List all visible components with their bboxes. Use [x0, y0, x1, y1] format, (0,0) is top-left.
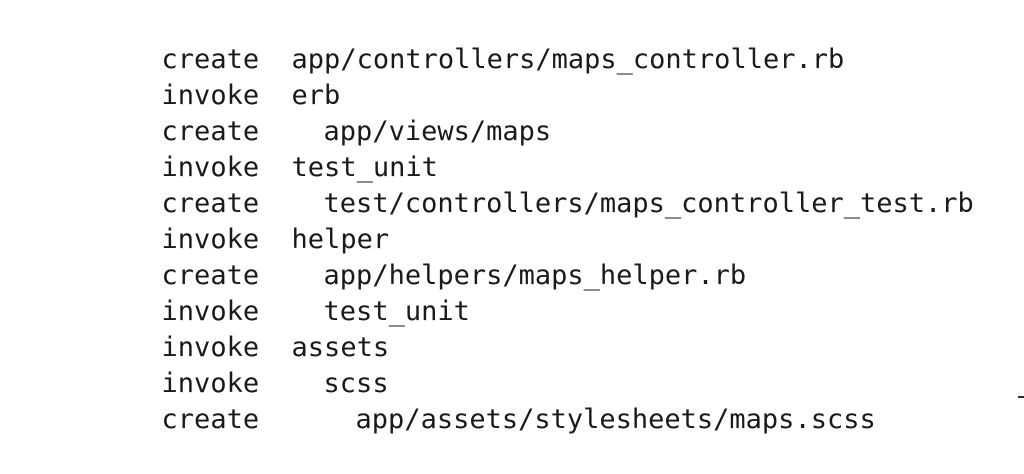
log-path: helper	[291, 224, 390, 255]
log-line: invoke test_unit	[64, 258, 974, 327]
generator-log: create app/controllers/maps_controller.rb…	[64, 6, 974, 435]
log-action: create	[161, 116, 260, 147]
log-line: invoke scss	[64, 330, 974, 399]
log-path: scss	[323, 368, 389, 399]
log-line: create app/controllers/maps_controller.rb	[64, 6, 974, 75]
log-line: invoke erb	[64, 42, 974, 111]
log-path: app/controllers/maps_controller.rb	[291, 44, 845, 75]
log-line: create app/helpers/maps_helper.rb	[64, 222, 974, 291]
log-line: create app/views/maps	[64, 78, 974, 147]
log-path: test/controllers/maps_controller_test.rb	[323, 188, 974, 219]
edge-divider	[1018, 396, 1024, 398]
log-line: invoke test_unit	[64, 114, 974, 183]
log-path: erb	[291, 80, 341, 111]
log-path: app/assets/stylesheets/maps.scss	[355, 404, 876, 435]
log-line: invoke assets	[64, 294, 974, 363]
log-action: invoke	[161, 224, 260, 255]
log-action: invoke	[161, 332, 260, 363]
log-action: create	[161, 44, 260, 75]
log-path: test_unit	[291, 152, 438, 183]
terminal-output: create app/controllers/maps_controller.rb…	[64, 6, 1024, 435]
log-path: app/helpers/maps_helper.rb	[323, 260, 747, 291]
log-path: test_unit	[323, 296, 470, 327]
log-line: invoke helper	[64, 186, 974, 255]
log-line: create test/controllers/maps_controller_t…	[64, 150, 974, 219]
log-action: invoke	[161, 80, 260, 111]
log-action: create	[161, 260, 260, 291]
log-action: invoke	[161, 152, 260, 183]
log-action: invoke	[161, 368, 260, 399]
log-path: app/views/maps	[323, 116, 552, 147]
log-path: assets	[291, 332, 390, 363]
log-action: create	[161, 404, 260, 435]
log-action: create	[161, 188, 260, 219]
log-action: invoke	[161, 296, 260, 327]
